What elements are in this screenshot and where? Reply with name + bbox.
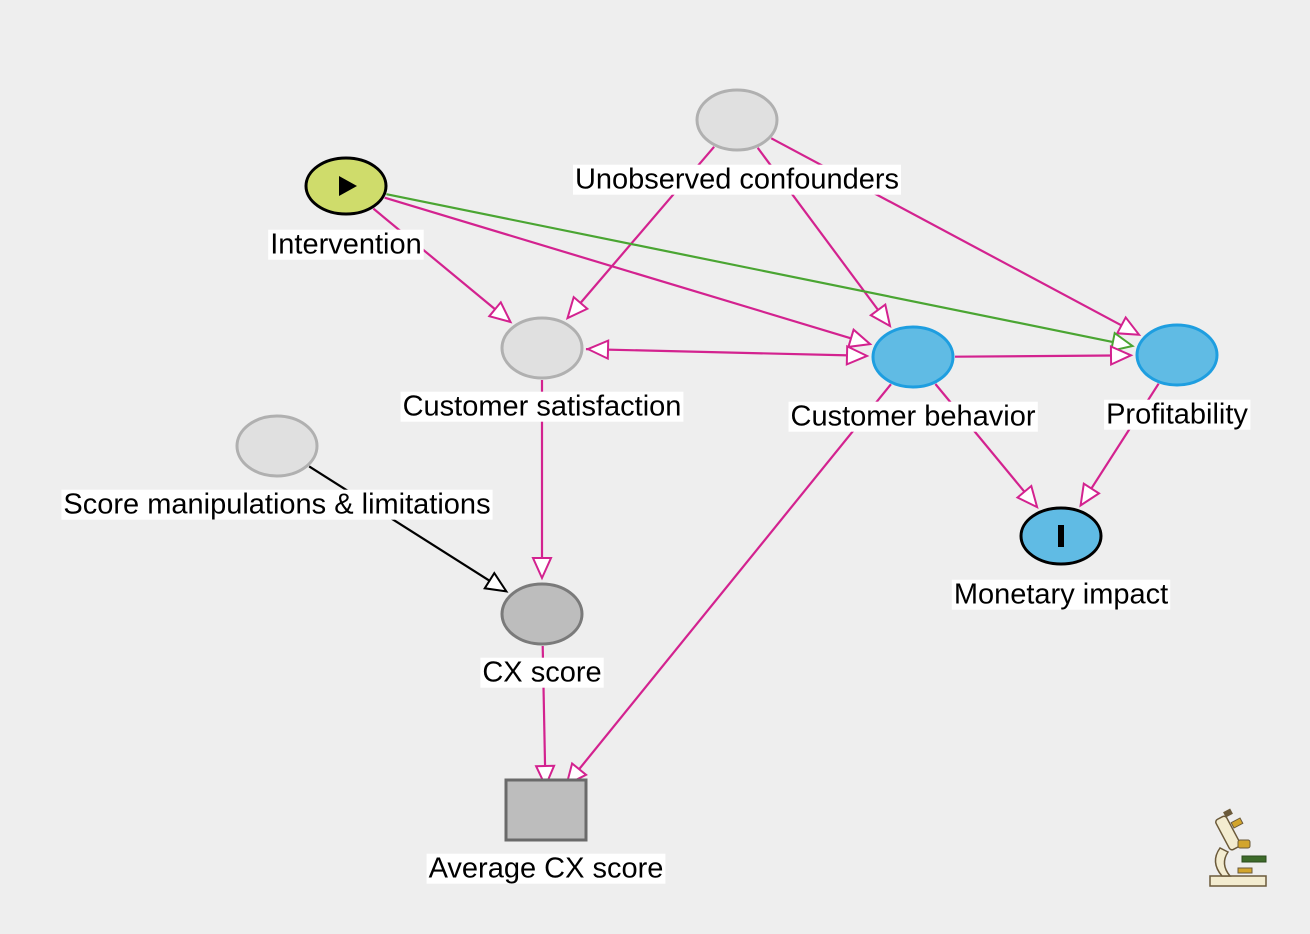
- edge-intervention-to-profitability[interactable]: [386, 193, 1135, 353]
- label-background: [426, 853, 666, 884]
- edge-behavior-to-avgcx[interactable]: [564, 383, 892, 787]
- arrowhead: [483, 571, 509, 593]
- arrowhead: [1109, 344, 1134, 367]
- node-label-cxscore: CX score: [480, 657, 604, 689]
- node-shape: [504, 778, 588, 842]
- node-label-intervention: Intervention: [268, 229, 424, 261]
- edge-line: [577, 383, 892, 772]
- arrowhead: [531, 557, 553, 581]
- node-label-text: Customer behavior: [791, 401, 1036, 433]
- arrowhead: [1079, 482, 1101, 508]
- node-label-text: Monetary impact: [954, 579, 1168, 611]
- label-background: [788, 401, 1038, 432]
- outcome-bar-icon: [1058, 525, 1064, 547]
- label-background: [480, 657, 604, 688]
- node-label-text: Profitability: [1106, 399, 1248, 431]
- label-background: [400, 391, 684, 422]
- node-manipulations[interactable]: [235, 414, 319, 478]
- arrowhead: [534, 764, 556, 789]
- node-shape: [695, 88, 779, 152]
- play-icon: [339, 176, 357, 196]
- microscope-icon: [1209, 808, 1267, 887]
- node-label-profitability: Profitability: [1104, 399, 1251, 431]
- arrowhead: [1015, 484, 1039, 509]
- arrowhead: [1115, 315, 1142, 336]
- edge-line: [585, 348, 850, 357]
- node-satisfaction[interactable]: [500, 316, 584, 380]
- node-behavior[interactable]: [871, 325, 955, 389]
- edge-satisfaction-to-behavior[interactable]: [585, 339, 870, 366]
- node-label-monetary: Monetary impact: [951, 579, 1171, 611]
- node-unobserved[interactable]: [695, 88, 779, 152]
- arrowhead: [868, 302, 892, 328]
- node-shape: [500, 582, 584, 646]
- node-monetary[interactable]: [1019, 506, 1103, 566]
- node-shape: [1135, 323, 1219, 387]
- label-background: [951, 579, 1171, 610]
- node-label-text: Customer satisfaction: [403, 391, 682, 423]
- label-background: [1104, 399, 1251, 430]
- edge-line: [384, 196, 854, 340]
- node-label-text: Intervention: [270, 229, 422, 261]
- node-intervention[interactable]: [304, 156, 388, 216]
- node-label-avgcx: Average CX score: [426, 853, 666, 885]
- label-background: [573, 164, 901, 195]
- arrowhead: [487, 300, 513, 324]
- edge-intervention-to-satisfaction[interactable]: [372, 207, 513, 324]
- node-label-text: Unobserved confounders: [575, 164, 899, 196]
- node-label-text: Score manipulations & limitations: [63, 489, 490, 521]
- label-background: [268, 229, 424, 260]
- arrowhead-reverse: [585, 339, 610, 361]
- labels-layer: Unobserved confoundersInterventionCustom…: [61, 164, 1251, 885]
- edge-manipulations-to-cxscore[interactable]: [308, 465, 509, 593]
- node-shape: [500, 316, 584, 380]
- nodes-layer: [235, 88, 1219, 842]
- label-background: [61, 489, 493, 520]
- node-label-manipulations: Score manipulations & limitations: [61, 489, 493, 521]
- arrowhead: [846, 327, 873, 349]
- edges-layer: [308, 137, 1160, 789]
- node-shape: [871, 325, 955, 389]
- edge-line: [372, 207, 498, 312]
- node-shape: [235, 414, 319, 478]
- arrowhead: [845, 344, 870, 366]
- node-cxscore[interactable]: [500, 582, 584, 646]
- edge-intervention-to-behavior[interactable]: [384, 196, 873, 349]
- node-label-unobserved: Unobserved confounders: [573, 164, 901, 196]
- edge-line: [954, 354, 1114, 358]
- edge-line: [386, 193, 1116, 344]
- node-label-text: CX score: [482, 657, 601, 689]
- node-label-behavior: Customer behavior: [788, 401, 1038, 433]
- arrowhead: [1109, 331, 1135, 353]
- node-label-text: Average CX score: [429, 853, 664, 885]
- node-avgcx[interactable]: [504, 778, 588, 842]
- node-profitability[interactable]: [1135, 323, 1219, 387]
- node-label-satisfaction: Customer satisfaction: [400, 391, 684, 423]
- edge-behavior-to-profitability[interactable]: [954, 344, 1134, 367]
- arrowhead: [565, 295, 590, 321]
- edge-line: [308, 465, 492, 583]
